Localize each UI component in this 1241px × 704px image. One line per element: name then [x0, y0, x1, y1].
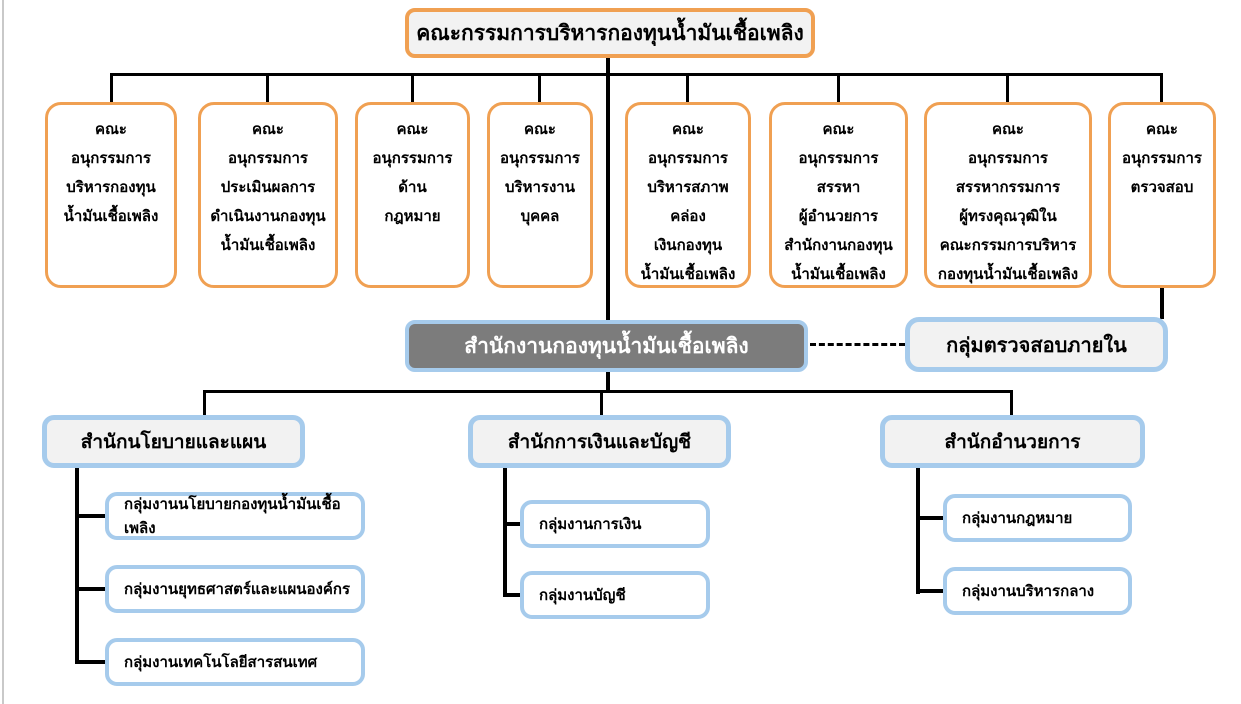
subcommittee-liquidity-box: คณะ อนุกรรมการ บริหารสภาพ คล่อง เงินกองท… — [625, 102, 751, 288]
page-left-edge — [2, 0, 4, 704]
subcommittee-legal-box: คณะ อนุกรรมการ ด้าน กฎหมาย — [355, 102, 470, 288]
connector-stem-bureau1 — [75, 468, 79, 664]
group-information-technology-box: กลุ่มงานเทคโนโลยีสารสนเทศ — [105, 638, 365, 686]
group-label: กลุ่มงานการเงิน — [539, 516, 642, 533]
connector-stub-sc3 — [411, 73, 414, 103]
connector-stem-bureau3 — [916, 468, 920, 594]
connector-stub-group-c2 — [916, 589, 943, 593]
subcommittee-label: คณะ อนุกรรมการ บริหารกองทุน น้ำมันเชื้อเ… — [63, 121, 159, 225]
fuel-fund-office-box: สำนักงานกองทุนน้ำมันเชื้อเพลิง — [405, 320, 808, 372]
connector-center-stem — [606, 58, 610, 322]
group-label: กลุ่มงานบัญชี — [539, 587, 626, 604]
bureau-label: สำนักอำนวยการ — [944, 431, 1081, 453]
connector-stub-group-a2 — [75, 587, 105, 591]
connector-rail-bureaus — [203, 390, 1013, 393]
subcommittee-label: คณะ อนุกรรมการ สรรหากรรมการ ผู้ทรงคุณวุฒ… — [937, 121, 1079, 283]
group-label: กลุ่มงานบริหารกลาง — [962, 583, 1095, 600]
connector-stub-sc1 — [110, 73, 113, 103]
connector-stem-bureau2 — [503, 468, 507, 597]
finance-and-accounting-bureau-box: สำนักการเงินและบัญชี — [468, 415, 731, 468]
subcommittee-label: คณะ อนุกรรมการ บริหารงาน บุคคล — [500, 121, 580, 225]
subcommittee-label: คณะ อนุกรรมการ บริหารสภาพ คล่อง เงินกองท… — [640, 121, 736, 283]
group-label: กลุ่มงานกฎหมาย — [962, 510, 1073, 527]
connector-stub-sc5 — [686, 73, 689, 103]
group-central-administration-box: กลุ่มงานบริหารกลาง — [943, 567, 1132, 615]
subcommittee-expert-recruitment-box: คณะ อนุกรรมการ สรรหากรรมการ ผู้ทรงคุณวุฒ… — [924, 102, 1092, 288]
connector-stub-sc7 — [1006, 73, 1009, 103]
subcommittee-fund-management-box: คณะ อนุกรรมการ บริหารกองทุน น้ำมันเชื้อเ… — [45, 102, 177, 288]
administration-bureau-box: สำนักอำนวยการ — [880, 415, 1145, 468]
fund-management-committee-box: คณะกรรมการบริหารกองทุนน้ำมันเชื้อเพลิง — [405, 8, 815, 58]
group-fund-policy-box: กลุ่มงานนโยบายกองทุนน้ำมันเชื้อเพลิง — [105, 492, 365, 540]
connector-office-stem — [606, 370, 610, 392]
connector-stub-bureau1 — [203, 390, 206, 416]
bureau-label: สำนักนโยบายและแผน — [80, 431, 267, 453]
connector-stub-sc6 — [837, 73, 840, 103]
group-strategy-org-plan-box: กลุ่มงานยุทธศาสตร์และแผนองค์กร — [105, 565, 365, 613]
subcommittee-performance-evaluation-box: คณะ อนุกรรมการ ประเมินผลการ ดำเนินงานกอง… — [198, 102, 338, 288]
connector-stub-bureau3 — [1010, 390, 1013, 416]
connector-stub-sc2 — [266, 73, 269, 103]
policy-and-plan-bureau-box: สำนักนโยบายและแผน — [42, 415, 305, 468]
group-accounting-box: กลุ่มงานบัญชี — [520, 571, 710, 619]
connector-stub-sc8 — [1160, 73, 1163, 103]
internal-audit-group-label: กลุ่มตรวจสอบภายใน — [946, 334, 1127, 357]
group-label: กลุ่มงานนโยบายกองทุนน้ำมันเชื้อเพลิง — [124, 496, 341, 537]
subcommittee-director-recruitment-box: คณะ อนุกรรมการ สรรหา ผู้อำนวยการ สำนักงา… — [769, 102, 908, 288]
connector-stub-group-a1 — [75, 514, 105, 518]
connector-office-audit-dashed — [810, 343, 905, 346]
connector-rail-subcommittees — [110, 73, 1162, 76]
subcommittee-label: คณะ อนุกรรมการ ประเมินผลการ ดำเนินงานกอง… — [210, 121, 326, 254]
connector-stub-group-b1 — [503, 522, 520, 526]
subcommittee-label: คณะ อนุกรรมการ ด้าน กฎหมาย — [372, 121, 453, 225]
group-legal-box: กลุ่มงานกฎหมาย — [943, 494, 1132, 542]
connector-stub-sc4 — [538, 73, 541, 103]
group-finance-box: กลุ่มงานการเงิน — [520, 500, 710, 548]
subcommittee-label: คณะ อนุกรรมการ ตรวจสอบ — [1122, 121, 1202, 196]
fuel-fund-office-label: สำนักงานกองทุนน้ำมันเชื้อเพลิง — [464, 334, 749, 358]
connector-sc8-to-audit — [1160, 288, 1164, 319]
connector-stub-group-a3 — [75, 660, 105, 664]
bureau-label: สำนักการเงินและบัญชี — [507, 431, 692, 453]
subcommittee-audit-box: คณะ อนุกรรมการ ตรวจสอบ — [1108, 102, 1216, 288]
group-label: กลุ่มงานเทคโนโลยีสารสนเทศ — [124, 654, 318, 671]
fund-management-committee-label: คณะกรรมการบริหารกองทุนน้ำมันเชื้อเพลิง — [416, 21, 804, 45]
group-label: กลุ่มงานยุทธศาสตร์และแผนองค์กร — [124, 581, 351, 598]
subcommittee-personnel-box: คณะ อนุกรรมการ บริหารงาน บุคคล — [487, 102, 593, 288]
connector-stub-bureau2 — [600, 390, 603, 416]
internal-audit-group-box: กลุ่มตรวจสอบภายใน — [905, 317, 1168, 372]
subcommittee-label: คณะ อนุกรรมการ สรรหา ผู้อำนวยการ สำนักงา… — [784, 121, 893, 283]
connector-stub-group-b2 — [503, 593, 520, 597]
connector-stub-group-c1 — [916, 516, 943, 520]
